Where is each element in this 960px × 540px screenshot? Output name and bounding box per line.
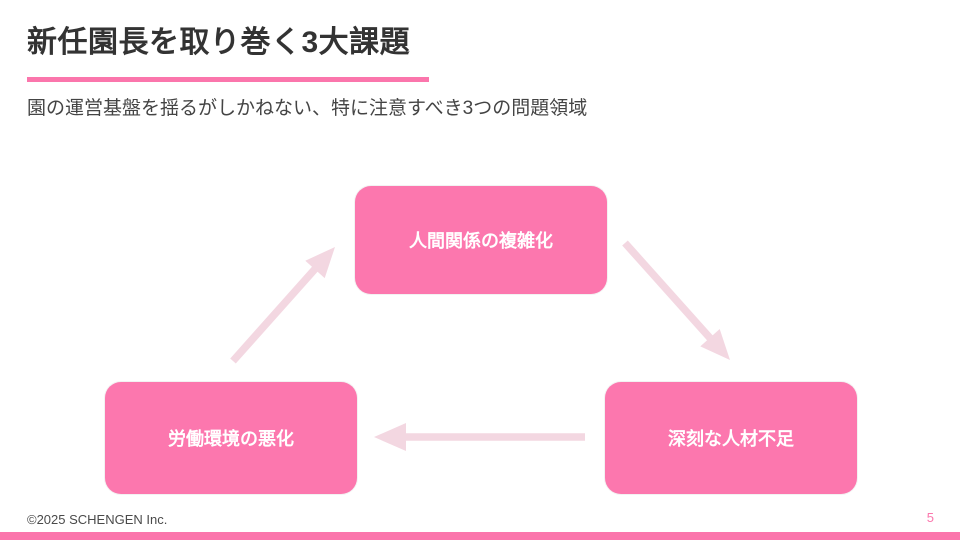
copyright-text: ©2025 SCHENGEN Inc.	[27, 512, 168, 527]
arrow-bottomleft-to-top-icon	[230, 247, 335, 364]
arrow-bottomright-to-bottomleft-icon	[374, 423, 585, 451]
diagram-node-label: 労働環境の悪化	[168, 429, 294, 449]
diagram-node-label: 深刻な人材不足	[668, 429, 794, 449]
diagram-node-work-environment: 労働環境の悪化	[105, 382, 357, 494]
slide-subtitle: 園の運営基盤を揺るがしかねない、特に注意すべき3つの問題領域	[27, 98, 588, 119]
arrow-top-to-bottomright-icon	[622, 240, 730, 360]
diagram-node-label: 人間関係の複雑化	[409, 231, 553, 251]
diagram-node-staff-shortage: 深刻な人材不足	[605, 382, 857, 494]
page-title: 新任園長を取り巻く3大課題	[27, 26, 411, 59]
bottom-accent-bar	[0, 532, 960, 540]
title-underline	[27, 77, 429, 82]
diagram-node-interpersonal: 人間関係の複雑化	[355, 186, 607, 294]
page-number: 5	[926, 510, 934, 525]
